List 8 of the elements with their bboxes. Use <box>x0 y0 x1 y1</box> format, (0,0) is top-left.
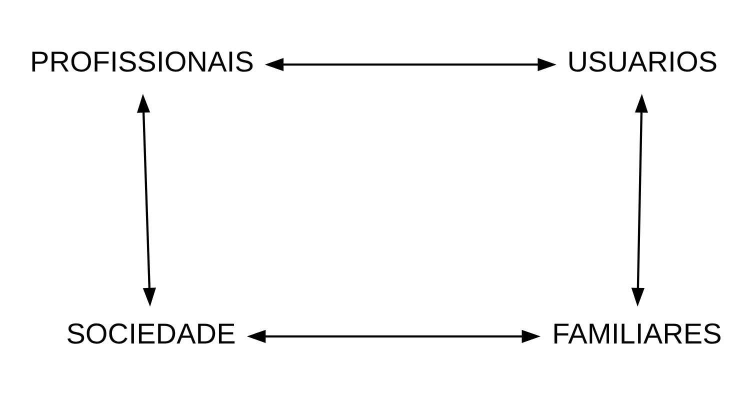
arrow <box>246 330 541 343</box>
node-text: SOCIEDADE <box>66 318 236 350</box>
node-text: FAMILIARES <box>552 318 722 350</box>
arrow <box>631 94 648 307</box>
arrow <box>136 94 156 307</box>
node-text: USUARIOS <box>567 46 718 78</box>
node-text: PROFISSIONAIS <box>30 46 254 78</box>
arrow <box>264 58 556 72</box>
